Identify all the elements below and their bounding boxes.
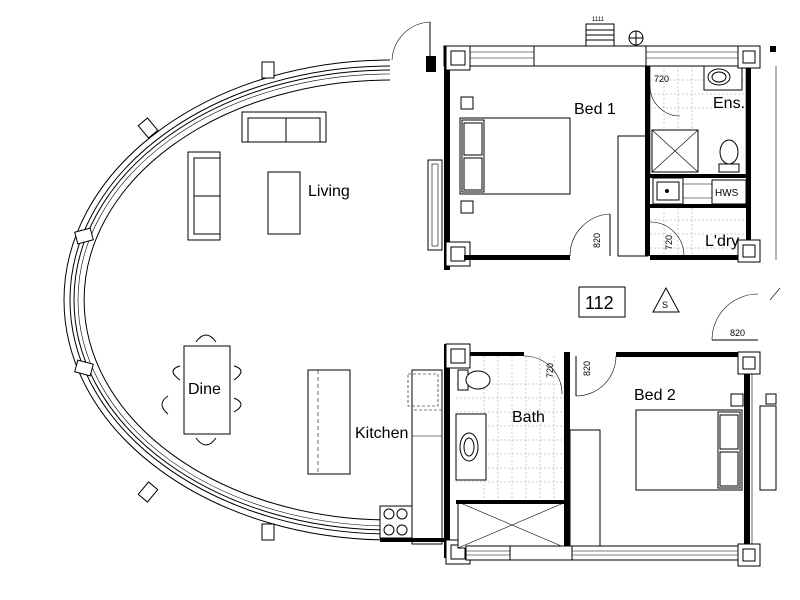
bedside-table	[460, 200, 474, 214]
dim-ldry-door: 720	[664, 235, 674, 250]
hvac-unit-icon: 1111	[585, 17, 615, 47]
room-label-ens: Ens.	[713, 95, 745, 112]
room-label-living: Living	[308, 183, 350, 200]
hvac-mark: 1111	[592, 17, 605, 23]
living-sofa-left	[187, 151, 221, 241]
dim-bath-door: 720	[545, 363, 555, 378]
tv-unit	[427, 159, 443, 251]
bath-vanity	[455, 413, 487, 481]
bed2-room: 820 Bed 2	[465, 351, 777, 567]
dining-table	[183, 345, 231, 435]
room-label-bed1: Bed 1	[574, 101, 616, 118]
unit-number: 112	[585, 293, 614, 313]
ensuite-toilet	[718, 139, 740, 173]
kitchen-area: Kitchen	[307, 369, 444, 545]
hot-water-system	[711, 179, 747, 205]
dim-bed1-door: 820	[592, 233, 602, 248]
bath-toilet	[457, 369, 491, 391]
entry-door	[391, 21, 436, 72]
laundry-room: HWS L'dry 720	[649, 177, 750, 260]
room-label-laundry: L'dry	[705, 233, 739, 250]
unit-number-box	[578, 286, 626, 318]
smoke-detector-icon: S	[652, 286, 680, 313]
dining-chairs	[161, 334, 242, 446]
room-label-bed2: Bed 2	[634, 387, 676, 404]
light-fitting-icon	[628, 30, 644, 46]
bed1-room: 820	[443, 45, 745, 270]
coffee-table	[267, 171, 301, 235]
ensuite-basin	[703, 65, 743, 91]
kitchen-island	[307, 369, 351, 475]
living-room: Living	[187, 111, 350, 241]
bed1-bed	[459, 117, 571, 195]
hws-label: HWS	[715, 188, 739, 199]
room-label-dine: Dine	[188, 381, 221, 398]
curved-window-wall	[63, 59, 391, 541]
bath-room: Bath 720	[444, 343, 570, 565]
corridor: 112 S 820	[578, 286, 781, 341]
bedside-table	[460, 96, 474, 110]
ensuite-room: Ens. 720	[649, 46, 751, 260]
living-sofa-top	[241, 111, 327, 143]
bedside-table	[730, 393, 744, 407]
room-label-bath: Bath	[512, 409, 545, 426]
dim-ens-door: 720	[654, 74, 669, 84]
smoke-detector-label: S	[662, 300, 668, 310]
stove-icon	[379, 505, 413, 539]
bed1-door: 820	[569, 213, 611, 257]
fridge-space	[411, 369, 443, 411]
dim-bed2-door: 820	[582, 361, 592, 376]
dim-corridor-door: 820	[730, 328, 745, 338]
bed2-bed	[635, 409, 743, 491]
room-label-kitchen: Kitchen	[355, 425, 408, 442]
dining-area: Dine	[161, 334, 242, 446]
